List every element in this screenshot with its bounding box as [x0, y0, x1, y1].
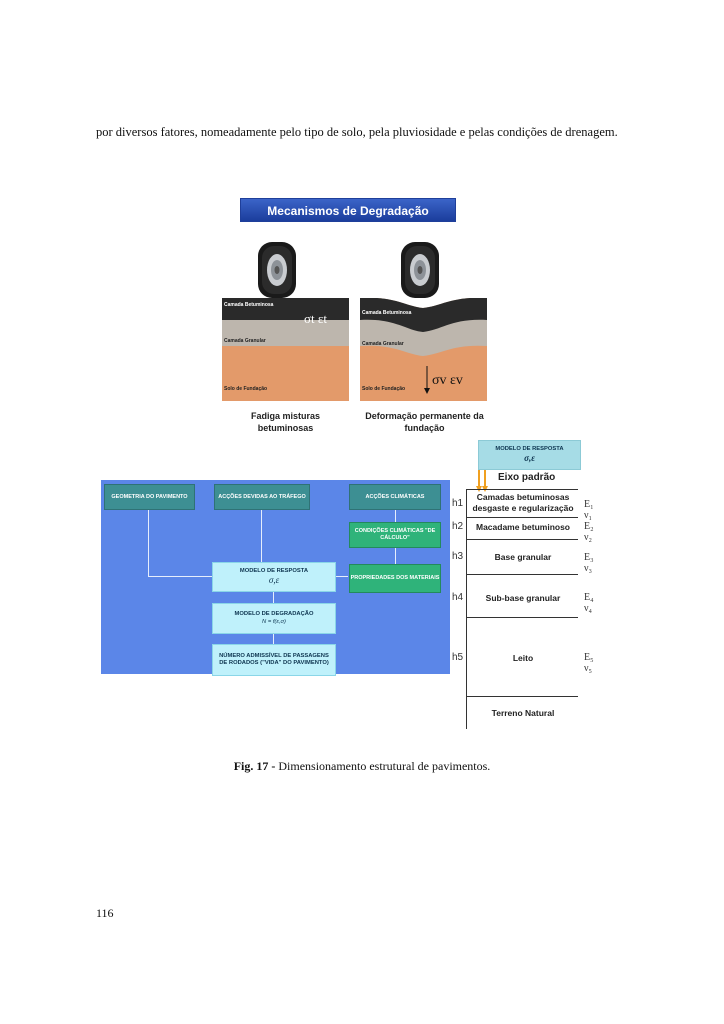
layer-thickness-label: h4: [452, 592, 464, 603]
layer-name: Base granular: [494, 552, 552, 562]
figure-caption: Fig. 17 - Dimensionamento estrutural de …: [96, 759, 628, 774]
caption-line: Deformação permanente da: [365, 411, 484, 421]
layer-boundary: [466, 696, 578, 697]
layer-boundary: [466, 517, 578, 518]
modelo-resposta-box: MODELO DE RESPOSTA σ,ε: [212, 562, 336, 592]
terreno-natural-label: Terreno Natural: [491, 708, 555, 718]
figure-title-banner: Mecanismos de Degradação: [240, 198, 456, 222]
modelo-resposta-label: MODELO DE RESPOSTA: [239, 567, 309, 574]
layer-modulus-label: E₅ ν₅: [584, 652, 594, 674]
layer-thickness-label: h1: [452, 498, 464, 509]
numero-passagens-box: NÚMERO ADMISSÍVEL DE PASSAGENS DE RODADO…: [212, 644, 336, 676]
layer-thickness-label: h2: [452, 521, 464, 532]
connector: [148, 510, 149, 576]
structure-axis: [466, 489, 467, 729]
layer-modulus-label: E₁ ν₁: [584, 499, 594, 521]
body-paragraph: por diversos fatores, nomeadamente pelo …: [96, 125, 618, 139]
layer-modulus-label: E₄ ν₄: [584, 592, 594, 614]
caption-label: Fig. 17 -: [233, 759, 276, 773]
connector: [261, 510, 262, 562]
caption-line: Fadiga misturas: [250, 411, 321, 421]
right-panel-caption: Deformação permanente da fundação: [352, 410, 497, 434]
modelo-resposta-symbol: σ,ε: [268, 574, 280, 585]
layer-thickness-label: h3: [452, 551, 464, 562]
layer-name: Camadas betuminosas desgaste e regulariz…: [472, 492, 574, 513]
connector: [336, 576, 348, 577]
page-number: 116: [96, 906, 114, 920]
stress-label-fatigue: σt εt: [304, 311, 327, 326]
modelo-degradacao-label: MODELO DE DEGRADAÇÃO: [234, 611, 314, 618]
layer-label: Camada Granular: [362, 341, 404, 347]
layer-thickness-label: h5: [452, 652, 464, 663]
layer-name: Macadame betuminoso: [476, 522, 570, 532]
modelo-symbol: σ,ε: [524, 452, 535, 463]
caption-text: Dimensionamento estrutural de pavimentos…: [275, 759, 491, 773]
propriedades-box: PROPRIEDADES DOS MATERIAIS: [349, 564, 441, 593]
connector: [273, 634, 274, 644]
left-panel-caption: Fadiga misturas betuminosas: [222, 410, 349, 434]
modelo-degradacao-formula: N = f(ε,σ): [262, 618, 286, 625]
connector: [273, 592, 274, 603]
right-pavement-section: Camada Betuminosa Camada Granular Solo d…: [360, 298, 487, 401]
layer-label: Solo de Fundação: [224, 386, 268, 392]
modelo-title: MODELO DE RESPOSTA: [495, 445, 564, 452]
connector: [148, 576, 212, 577]
left-pavement-section: Camada Betuminosa Camada Granular Solo d…: [222, 298, 349, 401]
layer-label: Camada Betuminosa: [224, 302, 274, 308]
accoes-climaticas-box: ACÇÕES CLIMÁTICAS: [349, 484, 441, 510]
eixo-padrao-label: Eixo padrão: [498, 472, 556, 483]
condicoes-climaticas-box: CONDIÇÕES CLIMÁTICAS "DE CÁLCULO": [349, 522, 441, 548]
tire-left-icon: [256, 240, 298, 300]
modelo-resposta-structure-box: MODELO DE RESPOSTA σ,ε: [478, 440, 581, 470]
load-arrows-icon: [475, 470, 489, 492]
layer-label: Camada Granular: [224, 338, 266, 344]
layer-modulus-label: E₃ ν₃: [584, 552, 594, 574]
down-arrow-icon: [424, 366, 430, 394]
layer-label: Solo de Fundação: [362, 386, 406, 392]
accoes-trafego-box: ACÇÕES DEVIDAS AO TRÁFEGO: [214, 484, 310, 510]
layer-boundary: [466, 539, 578, 540]
layer-boundary: [466, 574, 578, 575]
caption-line: betuminosas: [257, 423, 314, 433]
layer-boundary: [466, 617, 578, 618]
modelo-degradacao-box: MODELO DE DEGRADAÇÃO N = f(ε,σ): [212, 603, 336, 634]
layer-boundary: [466, 489, 578, 490]
layer-modulus-label: E₂ ν₂: [584, 521, 594, 543]
caption-line: fundação: [404, 423, 445, 433]
layer-name: Leito: [512, 653, 534, 663]
stress-label-deformation: σv εv: [432, 373, 463, 388]
tire-right-icon: [399, 240, 441, 300]
connector: [395, 510, 396, 522]
layer-label: Camada Betuminosa: [362, 310, 412, 316]
connector: [395, 548, 396, 564]
geometria-box: GEOMETRIA DO PAVIMENTO: [104, 484, 195, 510]
layer-name: Sub-base granular: [485, 593, 561, 603]
